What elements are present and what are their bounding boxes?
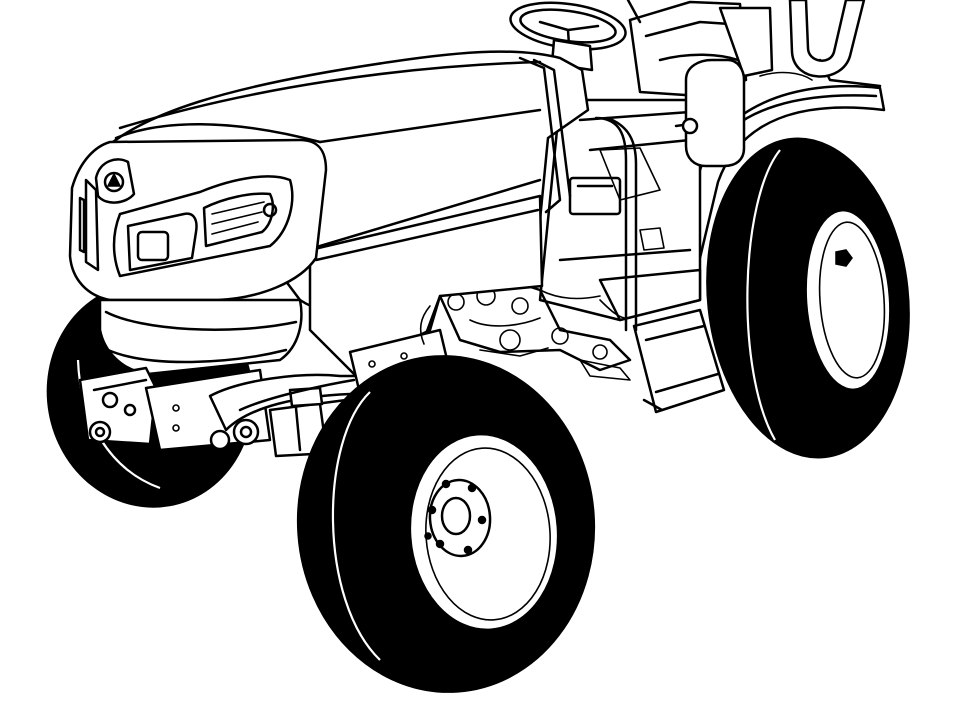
step xyxy=(632,308,726,414)
rear-lever xyxy=(626,0,642,24)
kubota-badge xyxy=(94,158,136,204)
rops-bar xyxy=(788,0,866,78)
mirror xyxy=(674,58,746,168)
grab-handle xyxy=(594,116,638,332)
front-right-wheel xyxy=(296,355,596,693)
hydraulic-lines xyxy=(419,71,813,345)
rear-wheel xyxy=(706,137,910,459)
front-bumper xyxy=(98,298,303,376)
headlight xyxy=(112,175,294,278)
